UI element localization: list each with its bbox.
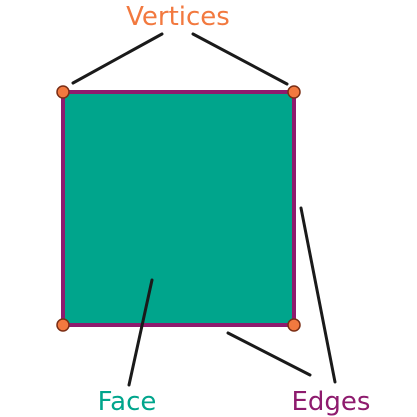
edges-label: Edges (292, 387, 371, 417)
leader-line-face (127, 278, 154, 387)
vertex-top-left (56, 85, 70, 99)
leader-line-vertices-right (191, 32, 289, 86)
vertices-label: Vertices (126, 2, 230, 32)
leader-line-edges-bottom (226, 331, 312, 377)
leader-line-edges-right (299, 206, 337, 384)
leader-line-vertices-left (71, 32, 164, 85)
vertex-bottom-right (287, 318, 301, 332)
square-face (61, 90, 296, 327)
vertex-top-right (287, 85, 301, 99)
face-label: Face (98, 387, 157, 417)
vertex-bottom-left (56, 318, 70, 332)
